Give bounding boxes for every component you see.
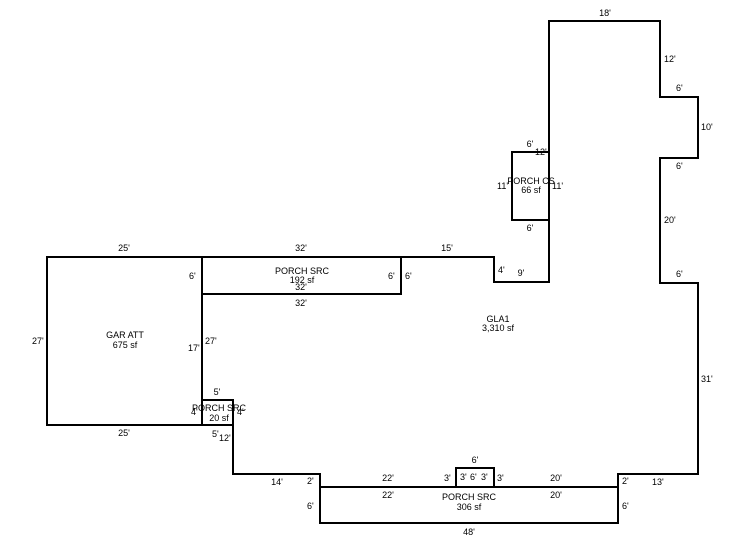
dim-label: 6' bbox=[470, 472, 477, 482]
gla-name: GLA1 bbox=[486, 314, 509, 324]
dim-label: 6' bbox=[676, 161, 683, 171]
dim-label: 6' bbox=[189, 271, 196, 281]
dim-label: 6' bbox=[622, 501, 629, 511]
dim-label: 3' bbox=[497, 473, 504, 483]
porch-top-name: PORCH SRC bbox=[275, 266, 330, 276]
dim-label: 5' bbox=[212, 429, 219, 439]
dim-label: 12' bbox=[535, 147, 547, 157]
dim-label: 2' bbox=[622, 476, 629, 486]
dim-label: 25' bbox=[118, 428, 130, 438]
dim-label: 11' bbox=[497, 181, 508, 191]
dim-label: 6' bbox=[527, 223, 534, 233]
dim-label: 13' bbox=[652, 477, 664, 487]
dim-label: 3' bbox=[444, 473, 451, 483]
dim-label: 5' bbox=[214, 387, 221, 397]
dim-label: 27' bbox=[205, 336, 217, 346]
porch-bottom-name: PORCH SRC bbox=[442, 492, 497, 502]
dim-label: 9' bbox=[518, 268, 525, 278]
dim-label: 25' bbox=[118, 243, 130, 253]
porch-top-size: 192 sf bbox=[290, 275, 315, 285]
dim-label: 6' bbox=[405, 271, 412, 281]
porch-cs-outline bbox=[511, 151, 550, 221]
porch-small-name: PORCH SRC bbox=[192, 403, 247, 413]
porch-top-outline bbox=[201, 256, 402, 295]
dim-label: 31' bbox=[701, 374, 713, 384]
dim-label: 4' bbox=[191, 407, 198, 417]
dim-label: 48' bbox=[463, 527, 475, 537]
dim-label: 32' bbox=[295, 282, 307, 292]
dim-label: 20' bbox=[550, 473, 562, 483]
porch-small-outline bbox=[201, 399, 234, 426]
dim-label: 17' bbox=[188, 343, 200, 353]
dim-label: 2' bbox=[307, 476, 314, 486]
dim-label: 6' bbox=[676, 269, 683, 279]
porch-bottom-outline bbox=[319, 467, 619, 524]
dim-label: 10' bbox=[701, 122, 713, 132]
dim-label: 27' bbox=[32, 336, 44, 346]
garage-name: GAR ATT bbox=[106, 330, 144, 340]
dim-label: 32' bbox=[295, 298, 307, 308]
dim-label: 22' bbox=[382, 490, 394, 500]
dim-label: 15' bbox=[441, 243, 453, 253]
dim-label: 12' bbox=[664, 54, 676, 64]
dim-label: 14' bbox=[271, 477, 283, 487]
dim-label: 18' bbox=[599, 8, 611, 18]
dim-label: 20' bbox=[550, 490, 562, 500]
dim-label: 6' bbox=[307, 501, 314, 511]
porch-small-size: 20 sf bbox=[209, 413, 229, 423]
porch-bottom-size: 306 sf bbox=[457, 502, 482, 512]
dim-label: 6' bbox=[388, 271, 395, 281]
dim-label: 22' bbox=[382, 473, 394, 483]
dim-label: 6' bbox=[472, 455, 479, 465]
porch-cs-name: PORCH CS bbox=[507, 176, 555, 186]
dim-label: 4' bbox=[498, 265, 505, 275]
garage-size: 675 sf bbox=[113, 340, 138, 350]
dim-label: 3' bbox=[481, 472, 488, 482]
dim-label: 11' bbox=[552, 181, 563, 191]
porch-cs-size: 66 sf bbox=[521, 185, 541, 195]
garage-outline bbox=[46, 256, 203, 426]
dim-label: 6' bbox=[676, 83, 683, 93]
dim-label: 4' bbox=[237, 407, 244, 417]
dim-label: 32' bbox=[295, 243, 307, 253]
dim-label: 20' bbox=[664, 215, 676, 225]
dim-label: 6' bbox=[527, 139, 534, 149]
gla-size: 3,310 sf bbox=[482, 323, 515, 333]
gla-outline bbox=[201, 20, 699, 488]
dim-label: 12' bbox=[219, 433, 231, 443]
dim-label: 3' bbox=[460, 472, 467, 482]
